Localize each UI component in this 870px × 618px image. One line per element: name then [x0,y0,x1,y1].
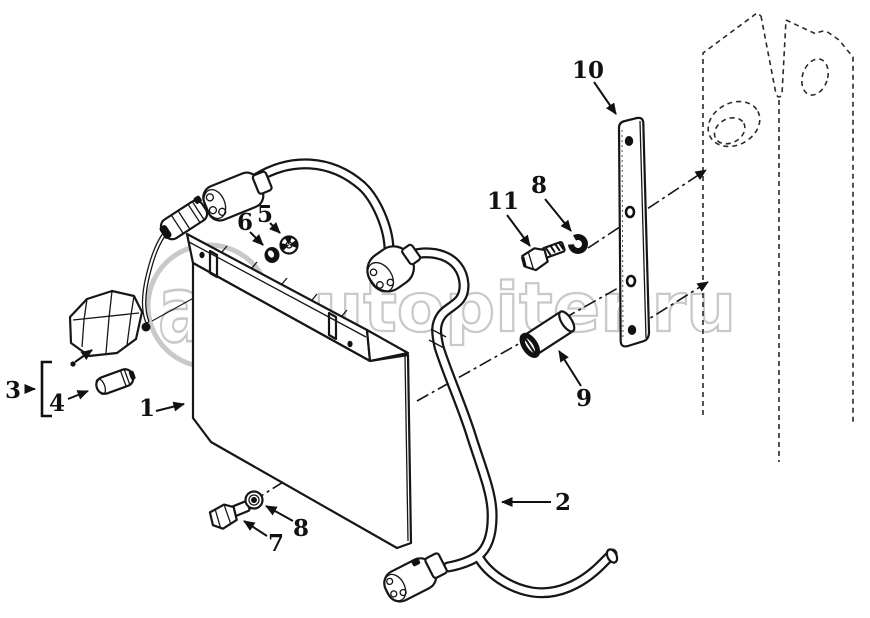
lamp-stud [141,322,151,332]
spacer-cylinder [519,310,576,359]
post-tube-hole [707,100,761,148]
panel [185,232,413,550]
panel-face [191,261,413,550]
callout-8-top: 8 [531,172,572,232]
callout-6-label: 6 [237,209,253,236]
nut-5 [279,235,299,255]
callout-9: 9 [558,350,592,412]
connector-b [159,195,209,241]
callout-11-label: 11 [487,188,519,215]
callout-5-label: 5 [257,201,273,228]
callout-1: 1 [139,395,185,422]
callout-1-label: 1 [139,395,155,422]
callout-6: 6 [237,209,264,246]
post-side-hole [801,58,829,96]
flange-hatching [221,245,348,317]
callout-7: 7 [243,520,284,557]
lamp-housing [68,289,144,358]
callout-7-label: 7 [268,530,284,557]
callout-8-top-label: 8 [531,172,547,199]
callout-4-label: 4 [49,390,65,417]
connector-a [202,170,273,222]
callout-3: 3 [5,349,93,418]
callout-2: 2 [501,489,571,516]
callout-8-bottom: 8 [265,505,309,542]
callout-4: 4 [49,390,89,417]
callout-2-label: 2 [555,489,571,516]
callout-8-bottom-label: 8 [293,515,309,542]
callout-10-label: 10 [572,57,604,84]
cable-top-arc [251,158,395,254]
callout-10: 10 [572,57,617,115]
bolt-11 [520,241,566,272]
connector-c [366,243,422,293]
bulb [95,368,136,395]
lamp-assembly [68,233,166,395]
washer-8-bottom [244,490,264,510]
frame-post [702,12,854,462]
cable-end-sleeve [605,548,619,564]
washer-6 [264,247,280,263]
callout-3-label: 3 [5,377,21,404]
cable-harness [159,158,619,603]
mounting-strip [617,116,651,348]
callout-5: 5 [257,201,281,234]
group-bracket [40,360,52,418]
callout-9-label: 9 [576,385,592,412]
callouts: 1 2 3 4 5 6 7 8 [5,57,617,557]
connector-d [383,552,448,603]
nut-8-top [568,234,588,254]
callout-11: 11 [487,188,531,247]
